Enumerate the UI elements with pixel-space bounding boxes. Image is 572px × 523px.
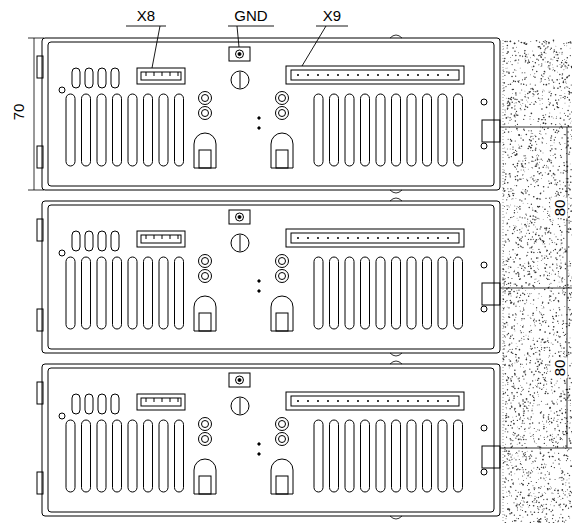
device-housing [37, 198, 500, 356]
device-housing [37, 361, 500, 519]
connector-label: X8 [135, 7, 157, 24]
connector-label: X9 [321, 7, 343, 24]
wall-hatch [502, 40, 572, 523]
dimension-value: 80 [551, 358, 568, 379]
dimension-value: 80 [551, 198, 568, 219]
device-housing [37, 35, 500, 193]
dimension-lines [28, 38, 572, 448]
leader-lines [126, 26, 348, 68]
connector-label: GND [232, 7, 269, 24]
dimension-value: 70 [10, 102, 27, 123]
